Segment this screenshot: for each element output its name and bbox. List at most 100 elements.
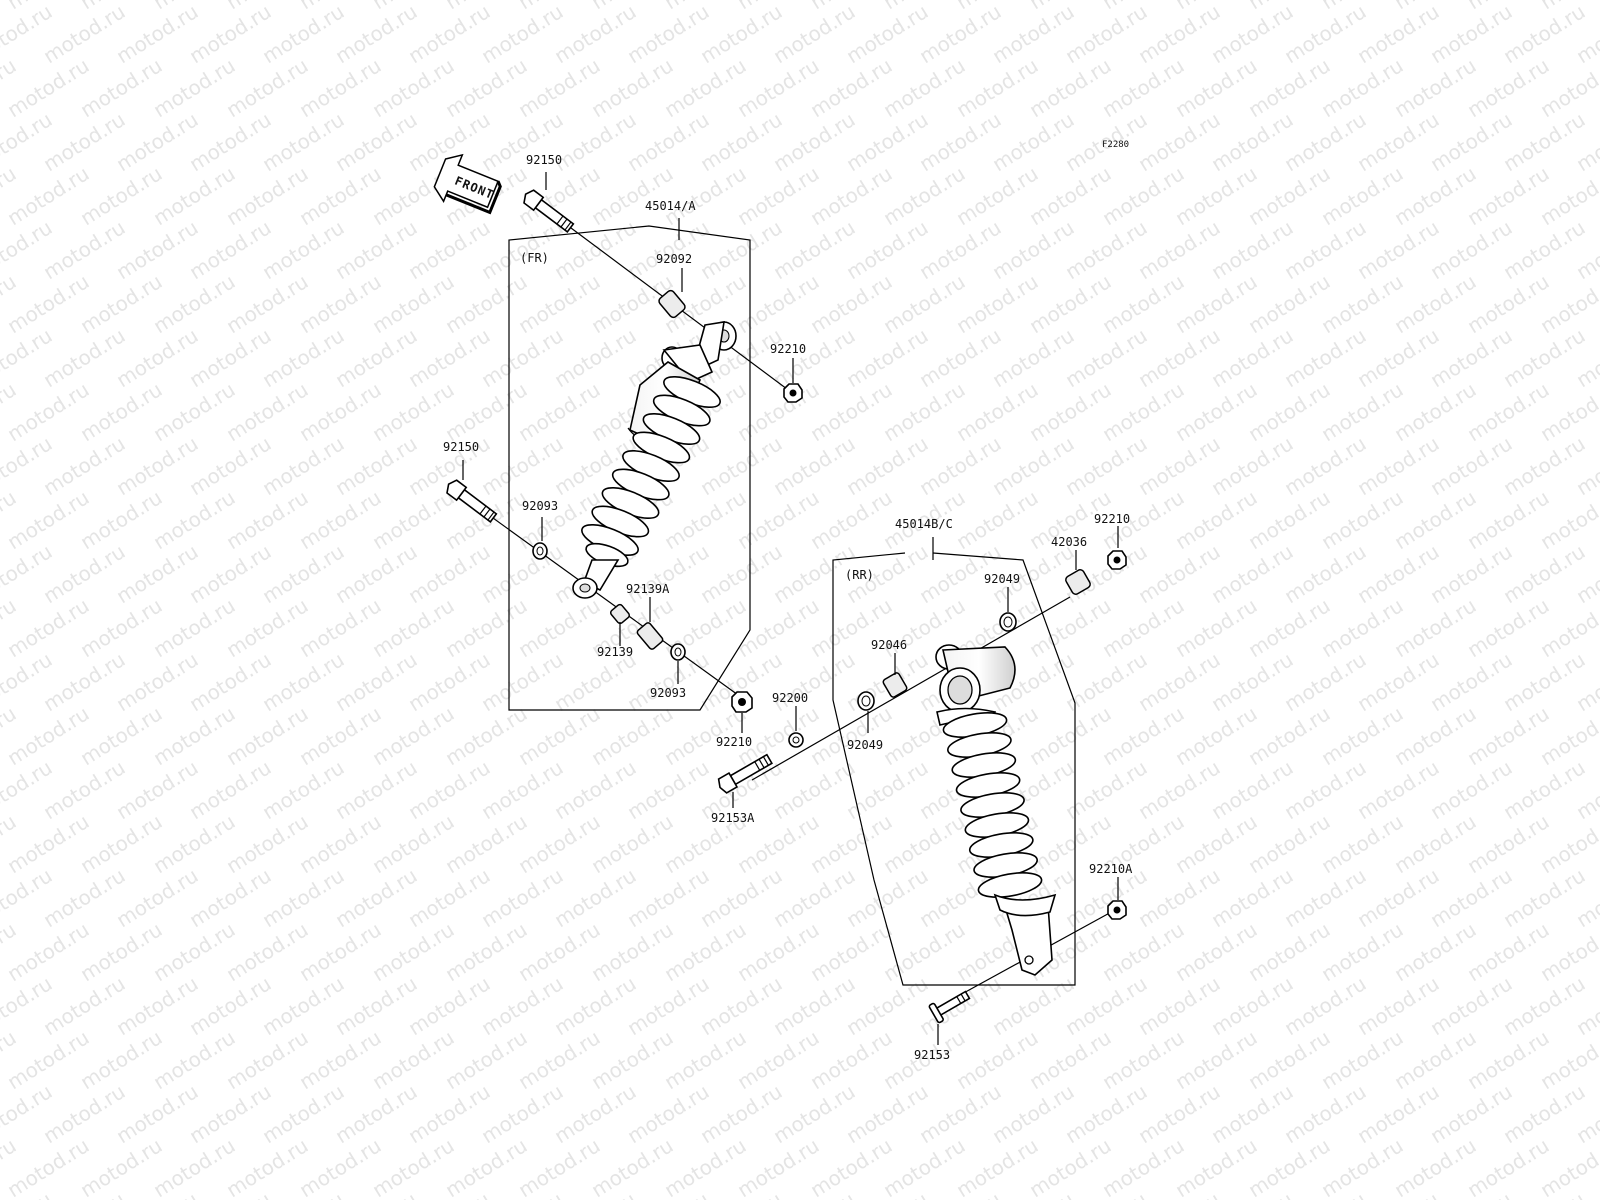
watermark-text: motod.ru (39, 755, 130, 824)
watermark-text: motod.ru (842, 431, 933, 500)
watermark-text: motod.ru (1134, 0, 1225, 68)
watermark-text: motod.ru (1499, 647, 1590, 716)
watermark-text: motod.ru (331, 863, 422, 932)
watermark-text: motod.ru (1499, 539, 1590, 608)
watermark-text: motod.ru (915, 107, 1006, 176)
label-rr-nut-top: 92210 (1094, 512, 1130, 526)
watermark-text: motod.ru (477, 863, 568, 932)
watermark-text: motod.ru (1134, 1079, 1225, 1148)
watermark-text: motod.ru (842, 1079, 933, 1148)
front-right-washer-hole (674, 647, 682, 657)
watermark-text: motod.ru (1280, 1079, 1371, 1148)
watermark-text: motod.ru (915, 431, 1006, 500)
watermark-text: motod.ru (915, 215, 1006, 284)
watermark-text: motod.ru (185, 647, 276, 716)
rear-bottom-nut (1107, 900, 1127, 920)
rear-top-collar (1065, 569, 1091, 595)
watermark-text: motod.ru (331, 107, 422, 176)
front-top-bolt (523, 189, 575, 233)
watermark-text: motod.ru (988, 107, 1079, 176)
watermark-text: motod.ru (550, 1079, 641, 1148)
watermark-text: motod.ru (258, 107, 349, 176)
watermark-text: motod.ru (769, 107, 860, 176)
watermark-text: motod.ru (39, 863, 130, 932)
watermark-text: motod.ru (477, 0, 568, 68)
watermark-text: motod.ru (623, 971, 714, 1040)
watermark-text: motod.ru (112, 755, 203, 824)
watermark-text: motod.ru (1134, 539, 1225, 608)
label-rr-washer-outer: 92049 (984, 572, 1020, 586)
watermark-text: motod.ru (258, 0, 349, 68)
diagram-code: F2280 (1102, 140, 1129, 150)
watermark-text: motod.ru (1426, 971, 1517, 1040)
watermark-text: motod.ru (112, 107, 203, 176)
rear-bottom-bolt (928, 990, 971, 1024)
rear-bolt-washer-hole (792, 736, 800, 744)
watermark-text: motod.ru (1499, 0, 1590, 68)
watermark-text: motod.ru (404, 1079, 495, 1148)
watermark-text: motod.ru (1134, 863, 1225, 932)
label-rr-bushing-top: 92046 (871, 638, 907, 652)
watermark-text: motod.ru (39, 215, 130, 284)
watermark-text: motod.ru (842, 0, 933, 68)
watermark-text: motod.ru (696, 539, 787, 608)
watermark-text: motod.ru (39, 647, 130, 716)
watermark-text: motod.ru (988, 215, 1079, 284)
watermark-text: motod.ru (988, 971, 1079, 1040)
rear-shock-absorber (935, 644, 1057, 976)
watermark-text: motod.ru (696, 215, 787, 284)
watermark-text: motod.ru (477, 971, 568, 1040)
watermark-text: motod.ru (1353, 215, 1444, 284)
watermark-text: motod.ru (1353, 323, 1444, 392)
watermark-text: motod.ru (1353, 107, 1444, 176)
watermark-text: motod.ru (112, 647, 203, 716)
watermark-text: motod.ru (1207, 647, 1298, 716)
watermark-text: motod.ru (477, 755, 568, 824)
watermark-text: motod.ru (258, 755, 349, 824)
watermark-text: motod.ru (331, 539, 422, 608)
watermark-text: motod.ru (185, 107, 276, 176)
watermark-text: motod.ru (185, 323, 276, 392)
watermark-text: motod.ru (258, 431, 349, 500)
label-fr-washer-left: 92093 (522, 499, 558, 513)
rear-top-nut (1107, 550, 1127, 570)
watermark-text: motod.ru (331, 647, 422, 716)
watermark-text: motod.ru (1499, 1079, 1590, 1148)
watermark-text: motod.ru (769, 647, 860, 716)
watermark-text: motod.ru (550, 323, 641, 392)
watermark-text: motod.ru (1499, 971, 1590, 1040)
label-fr-nut-top: 92210 (770, 342, 806, 356)
watermark-text: motod.ru (696, 863, 787, 932)
watermark-text: motod.ru (112, 1079, 203, 1148)
watermark-text: motod.ru (1280, 0, 1371, 68)
watermark-text: motod.ru (112, 971, 203, 1040)
watermark-text: motod.ru (842, 971, 933, 1040)
watermark-text: motod.ru (696, 971, 787, 1040)
watermark-text: motod.ru (842, 755, 933, 824)
watermark-text: motod.ru (769, 0, 860, 68)
watermark-text: motod.ru (1280, 863, 1371, 932)
label-fr-bushing-a: 92139A (626, 582, 670, 596)
watermark-text: motod.ru (915, 1079, 1006, 1148)
watermark-text: motod.ru (1280, 323, 1371, 392)
watermark-text: motod.ru (1499, 755, 1590, 824)
watermark-text: motod.ru (1353, 539, 1444, 608)
watermark-text: motod.ru (915, 971, 1006, 1040)
watermark-text: motod.ru (623, 755, 714, 824)
label-rr-washer-bolt: 92200 (772, 691, 808, 705)
label-fr-bolt-bottom: 92150 (443, 440, 479, 454)
watermark-text: motod.ru (1207, 107, 1298, 176)
watermark-text: motod.ru (1061, 1079, 1152, 1148)
watermark-text: motod.ru (1280, 215, 1371, 284)
watermark-text: motod.ru (185, 215, 276, 284)
watermark-text: motod.ru (39, 0, 130, 68)
watermark-text: motod.ru (1061, 431, 1152, 500)
watermark-text: motod.ru (39, 539, 130, 608)
watermark-text: motod.ru (185, 755, 276, 824)
watermark-text: motod.ru (1280, 431, 1371, 500)
watermark-text: motod.ru (842, 107, 933, 176)
front-top-nut (783, 383, 803, 403)
front-top-collar (658, 289, 686, 319)
watermark-text: motod.ru (331, 1079, 422, 1148)
